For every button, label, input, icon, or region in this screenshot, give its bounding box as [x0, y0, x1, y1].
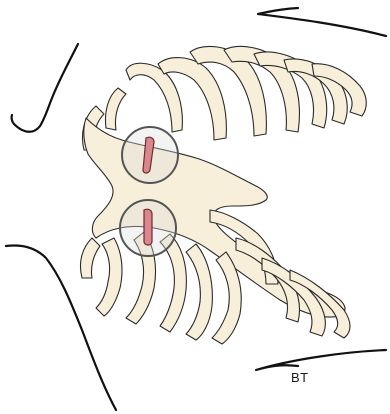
rib-left-lower-a: [80, 238, 100, 278]
artist-signature: BT: [291, 370, 309, 385]
upper-fracture-highlight: [122, 127, 178, 183]
right-arm-outline-lower: [256, 350, 386, 370]
left-arm-outline-upper: [12, 44, 78, 132]
rib-left-upper-a: [106, 88, 127, 130]
rib-lower-6: [186, 244, 212, 340]
left-arm-outline-lower: [6, 246, 116, 411]
fracture-marker: [144, 209, 152, 245]
rib-1: [126, 63, 182, 132]
rib-lower-8: [96, 238, 122, 316]
rib-cage: [80, 46, 366, 344]
right-arm-outline-upper: [258, 8, 386, 36]
lower-fracture-highlight: [120, 200, 176, 256]
